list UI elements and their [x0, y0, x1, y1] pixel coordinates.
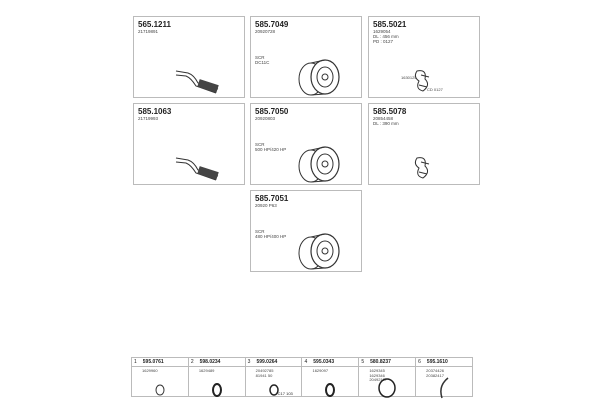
part-number: 565.1211	[138, 20, 171, 29]
accessory-refs: 1629960	[142, 368, 158, 373]
clamp-icon	[414, 70, 430, 92]
accessory-icon	[325, 383, 336, 397]
part-number: 585.7051	[255, 194, 289, 203]
part-ref: 21719891	[138, 29, 159, 34]
part-number: 585.7050	[255, 107, 289, 116]
callout-label: CD 0127	[427, 87, 443, 92]
accessory-refs: 1629489	[198, 368, 215, 373]
part-ref: 20920803	[255, 116, 276, 121]
accessory-icon	[268, 384, 279, 396]
part-ref: 20920728	[255, 29, 276, 34]
part-number: 585.5078	[373, 107, 407, 116]
pipe-icon	[175, 157, 219, 181]
part-ref: 21719993	[138, 116, 159, 121]
part-number: 585.7049	[255, 20, 289, 29]
pipe-icon	[175, 70, 219, 94]
callout-label: C17 103	[277, 391, 293, 396]
accessory-refs: 1629097	[312, 368, 329, 373]
silencer-icon	[298, 146, 340, 183]
callout-label: 1630125	[401, 75, 417, 80]
part-number: 585.5021	[373, 20, 407, 29]
accessory-icon	[155, 384, 165, 396]
part-number: 585.1063	[138, 107, 172, 116]
accessory-icon	[378, 378, 397, 398]
clamp-icon	[414, 157, 430, 179]
part-ref: 20920 P63	[255, 203, 277, 208]
silencer-icon	[298, 59, 340, 96]
silencer-icon	[298, 233, 340, 270]
accessory-icon	[440, 377, 449, 399]
accessory-icon	[211, 383, 222, 397]
